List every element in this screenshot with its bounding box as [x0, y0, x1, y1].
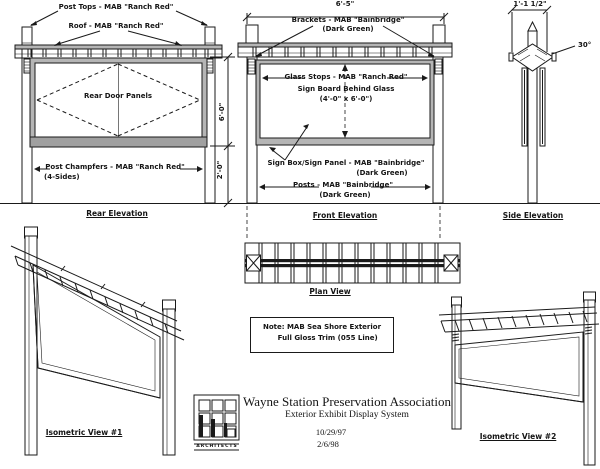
- note-line-1: Note: MAB Sea Shore Exterior: [262, 323, 382, 331]
- rear-roof-label: Roof - MAB "Ranch Red": [68, 22, 164, 30]
- side-dim-width: 1'-1 1/2": [513, 0, 547, 8]
- front-posts-label: Posts - MAB "Bainbridge": [293, 181, 393, 189]
- isometric-1-drawing: [10, 226, 185, 456]
- note-line-2: Full Gloss Trim (055 Line): [277, 334, 378, 342]
- rear-champfers-sub: (4-Sides): [44, 173, 80, 181]
- organization-title: Wayne Station Preservation Association: [243, 394, 451, 409]
- rear-door-panels-label: Rear Door Panels: [83, 92, 153, 100]
- front-bracket-right: [434, 58, 443, 75]
- rear-dim-base: 2'-0": [215, 160, 224, 180]
- front-sign-board-label: Sign Board Behind Glass: [297, 85, 395, 93]
- logo-caption: ARCHITECTS: [196, 444, 238, 449]
- plan-view-drawing: [244, 242, 461, 284]
- rear-dim-glass: 6'-0": [217, 102, 226, 122]
- date-revision: 2/6/98: [317, 439, 339, 449]
- front-sign-box-label: Sign Box/Sign Panel - MAB "Bainbridge": [267, 159, 425, 167]
- side-bracket: [508, 43, 557, 72]
- date-primary: 10/29/97: [315, 427, 347, 437]
- rear-elevation-title: Rear Elevation: [86, 209, 148, 218]
- front-width-dimension: [242, 12, 449, 24]
- front-elevation-drawing: [237, 12, 453, 241]
- front-elevation-title: Front Elevation: [312, 211, 378, 220]
- front-dim-width: 6'-5": [335, 0, 355, 8]
- plan-post-left: [246, 254, 261, 272]
- architects-logo: [193, 394, 240, 451]
- rear-elevation-drawing: [14, 10, 235, 208]
- rear-post-tops-label: Post Tops - MAB "Ranch Red": [58, 3, 174, 11]
- isometric-1-title: Isometric View #1: [45, 428, 123, 437]
- front-brackets-label: Brackets - MAB "Bainbridge": [291, 16, 405, 24]
- side-elevation-title: Side Elevation: [502, 211, 564, 220]
- side-angle-label: 30°: [578, 41, 592, 49]
- center-line: [342, 64, 348, 138]
- front-glass-stops-label: Glass Stops - MAB "Ranch Red": [284, 73, 408, 81]
- front-posts-sub: (Dark Green): [319, 191, 371, 199]
- front-brackets-sub: (Dark Green): [322, 25, 374, 33]
- front-sign-box-sub: (Dark Green): [356, 169, 408, 177]
- front-bracket-left: [247, 58, 256, 75]
- isometric-2-drawing: [438, 291, 600, 466]
- project-title: Exterior Exhibit Display System: [285, 410, 409, 420]
- plan-view-title: Plan View: [309, 287, 351, 296]
- paint-note-box: Note: MAB Sea Shore Exterior Full Gloss …: [250, 317, 394, 353]
- side-width-dimension: [507, 5, 552, 52]
- isometric-2-title: Isometric View #2: [479, 432, 557, 441]
- rear-champfers-label: Post Champfers - MAB "Ranch Red": [45, 163, 185, 171]
- plan-post-right: [443, 254, 459, 272]
- front-sign-board-sub: (4'-0" x 6'-0"): [319, 95, 373, 103]
- side-elevation-drawing: [507, 5, 576, 204]
- rear-dimensions: [210, 52, 235, 208]
- door-swing-lines: [36, 63, 201, 137]
